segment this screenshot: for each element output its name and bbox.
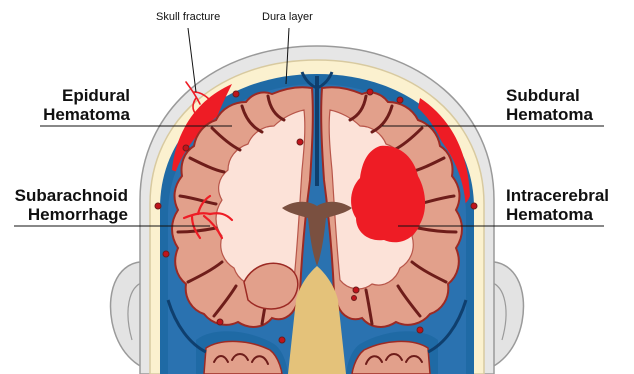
subdural-line2: Hematoma — [506, 105, 616, 124]
skull-fracture-label: Skull fracture — [156, 11, 220, 23]
subdural-hematoma-label: Subdural Hematoma — [506, 86, 616, 124]
subarachnoid-line1: Subarachnoid — [6, 186, 128, 205]
epidural-line2: Hematoma — [30, 105, 130, 124]
intracerebral-line2: Hematoma — [506, 205, 630, 224]
epidural-hematoma-label: Epidural Hematoma — [30, 86, 130, 124]
dura-layer-label: Dura layer — [262, 11, 313, 23]
subarachnoid-hemorrhage-label: Subarachnoid Hemorrhage — [6, 186, 128, 224]
subarachnoid-line2: Hemorrhage — [6, 205, 128, 224]
skull-fracture-leader — [188, 28, 196, 92]
intracerebral-line1: Intracerebral — [506, 186, 630, 205]
subdural-line1: Subdural — [506, 86, 616, 105]
intracerebral-hematoma-label: Intracerebral Hematoma — [506, 186, 630, 224]
epidural-line1: Epidural — [30, 86, 130, 105]
